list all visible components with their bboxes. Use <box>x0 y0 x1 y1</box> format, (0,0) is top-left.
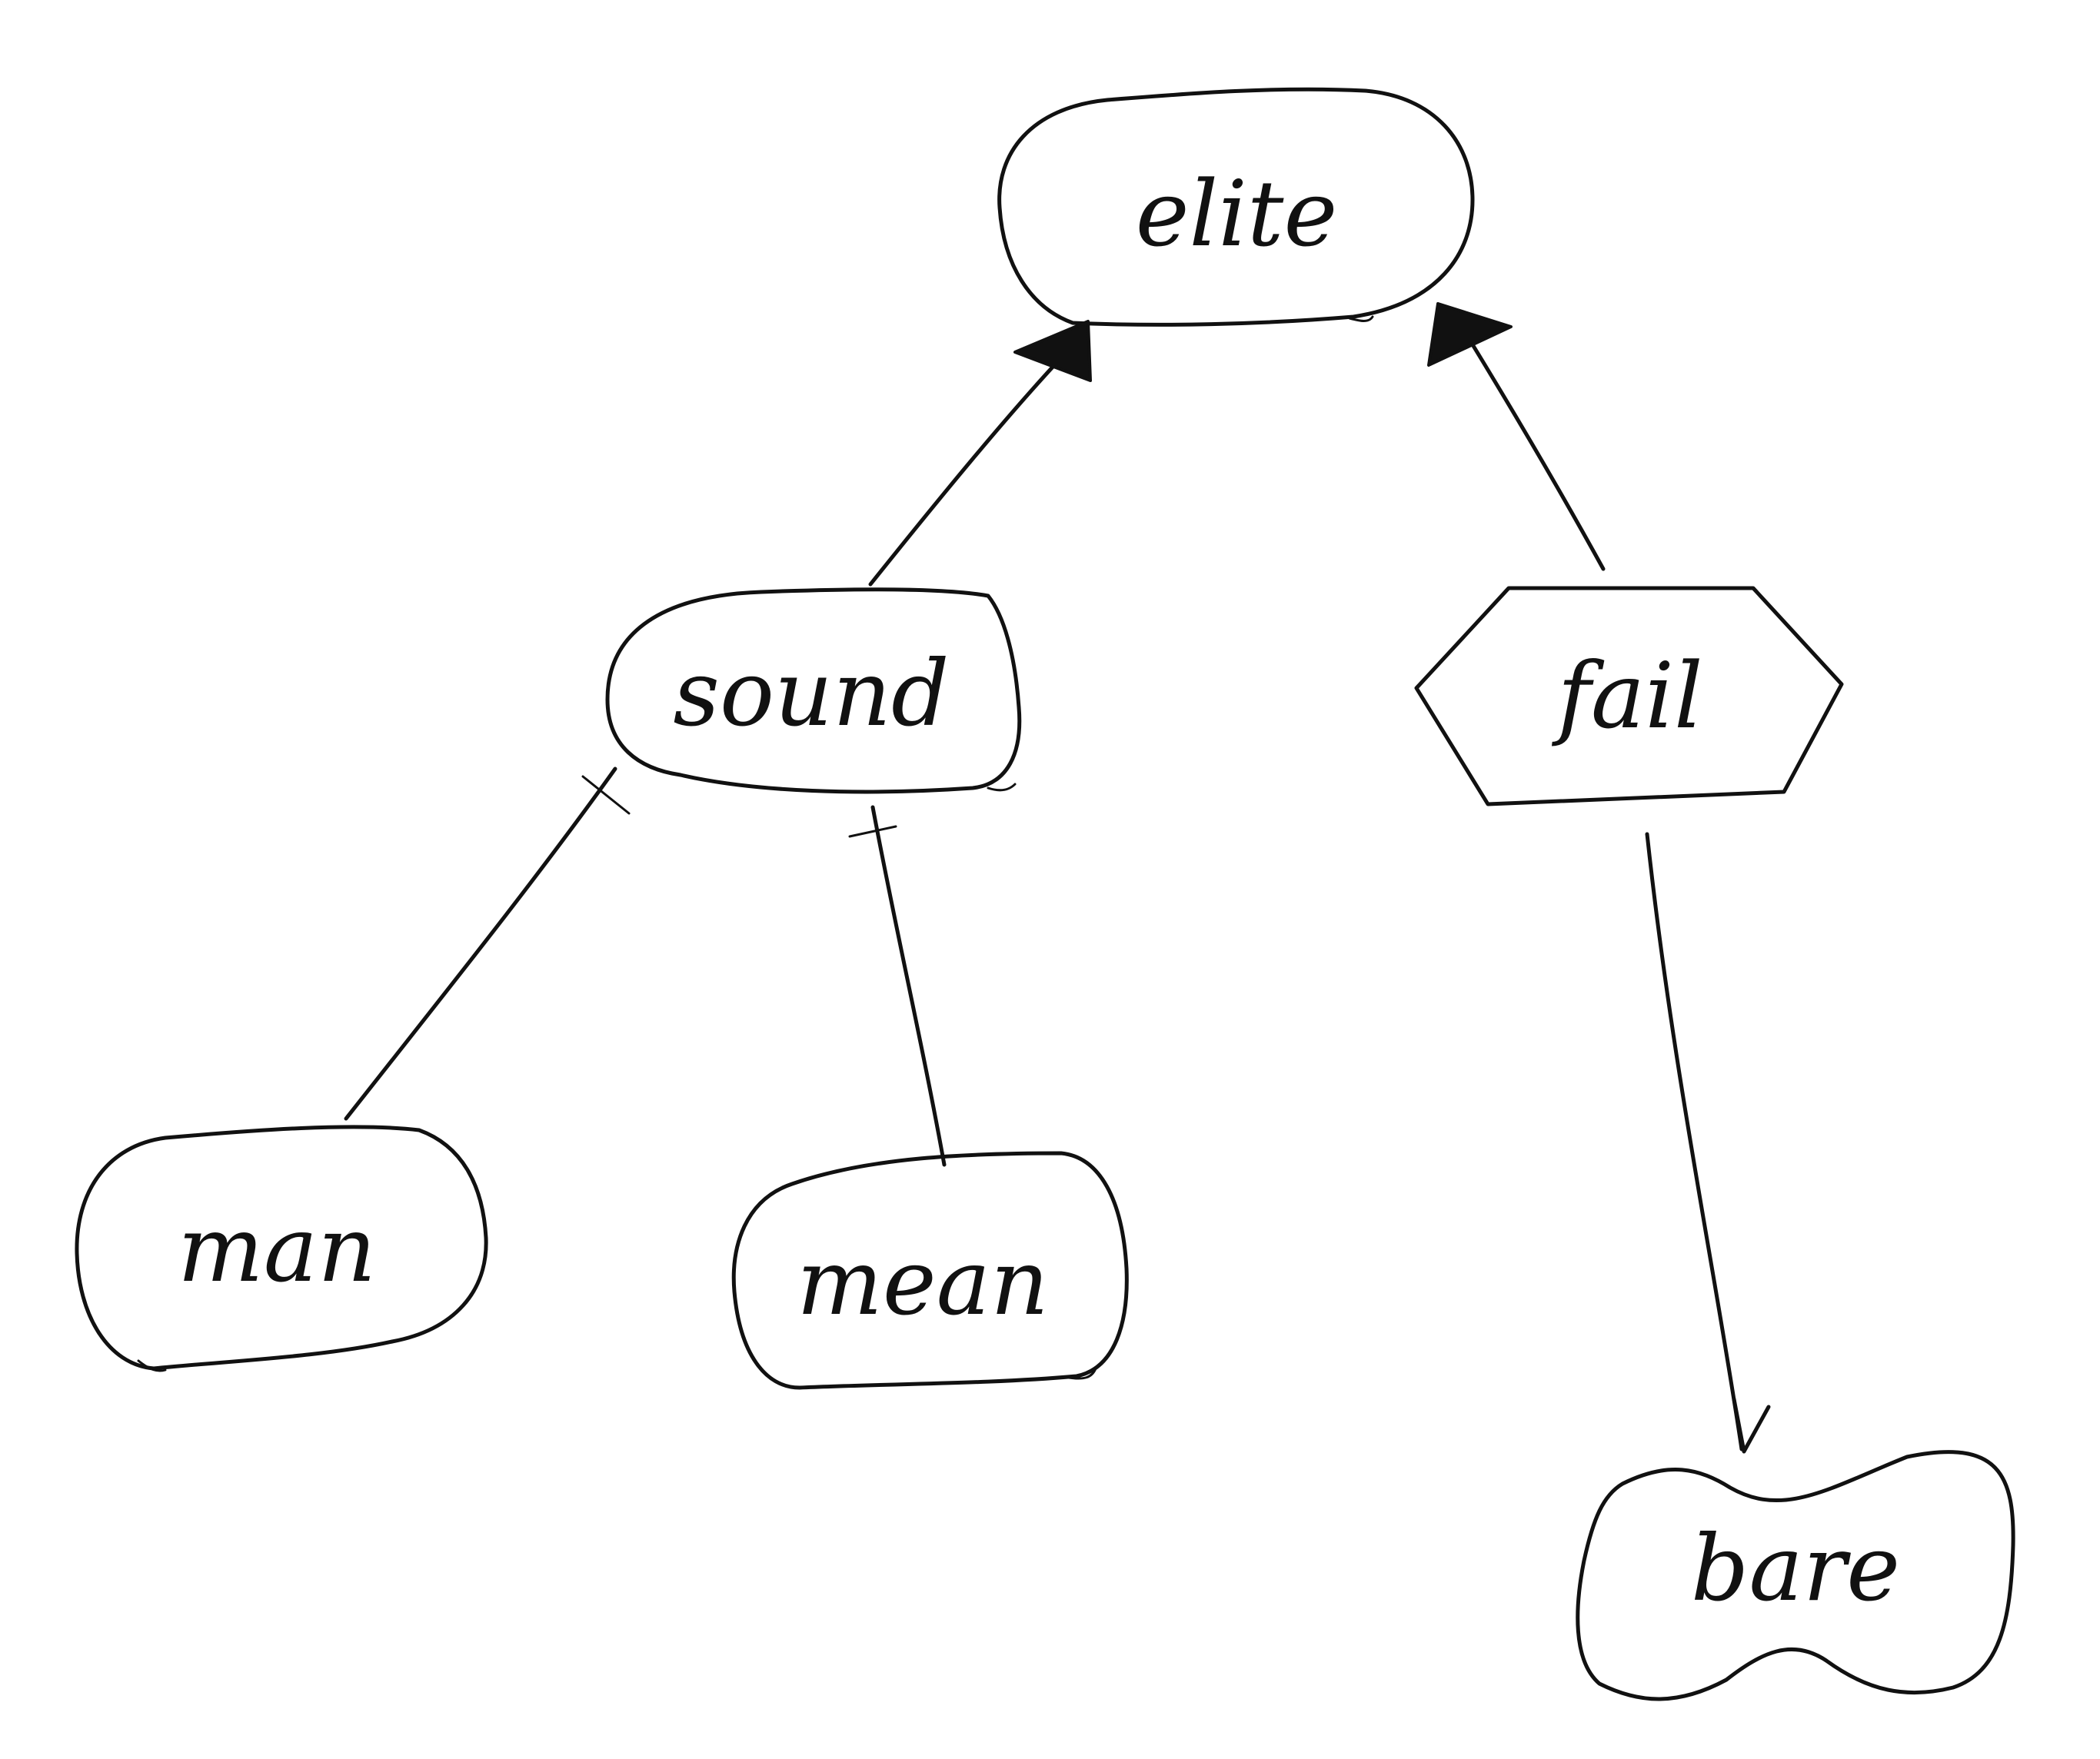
nodes: elite sound fail man mean bare <box>75 87 2015 1701</box>
edge-fail-to-elite <box>1427 302 1606 571</box>
node-fail[interactable]: fail <box>1414 586 1844 806</box>
node-mean-shape <box>731 1151 1129 1390</box>
node-sound[interactable]: sound <box>605 587 1022 794</box>
node-mean-label: mean <box>797 1229 1049 1335</box>
edge-fail-to-bare <box>1645 832 1771 1454</box>
arrowhead-fail-to-bare <box>1732 1397 1771 1454</box>
node-man-shape <box>75 1125 488 1371</box>
node-bare-shape <box>1576 1450 2015 1701</box>
node-elite-shape <box>997 87 1475 327</box>
node-mean[interactable]: mean <box>731 1151 1129 1390</box>
tick-man-to-sound <box>581 775 631 815</box>
node-fail-shape <box>1414 586 1844 806</box>
node-elite[interactable]: elite <box>997 87 1475 327</box>
arrowhead-sound-to-elite <box>1013 320 1092 382</box>
node-elite-label: elite <box>1136 161 1338 267</box>
node-man[interactable]: man <box>75 1125 488 1372</box>
node-bare[interactable]: bare <box>1576 1450 2015 1701</box>
node-sound-label: sound <box>673 640 949 746</box>
node-sound-shape <box>605 587 1022 794</box>
arrowhead-fail-to-elite <box>1427 302 1513 367</box>
node-man-label: man <box>178 1196 376 1302</box>
edges <box>344 302 1771 1454</box>
edge-sound-to-elite <box>868 320 1092 587</box>
tick-mean-to-sound <box>848 825 897 838</box>
node-fail-label: fail <box>1551 643 1703 749</box>
node-bare-label: bare <box>1691 1515 1900 1621</box>
edge-mean-to-sound <box>848 805 947 1167</box>
edge-man-to-sound <box>344 766 631 1121</box>
